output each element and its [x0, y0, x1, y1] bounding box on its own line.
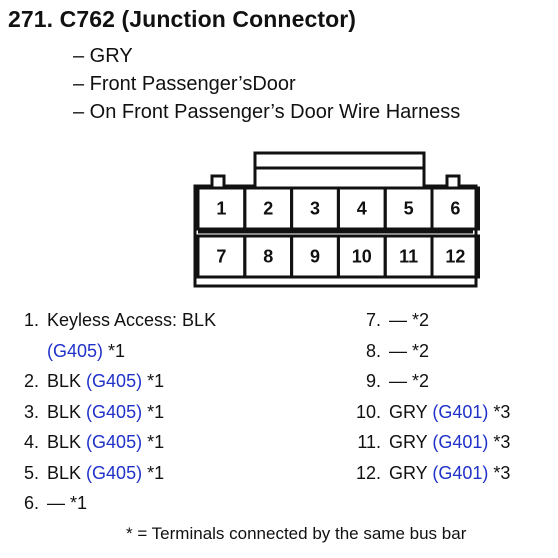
footnote: * = Terminals connected by the same bus …: [126, 524, 467, 543]
terminal-desc: BLK: [47, 401, 82, 422]
connector-terminal-grid: [193, 186, 473, 286]
terminal-cell-label: 8: [263, 247, 273, 267]
terminal-cell-label: 5: [404, 199, 414, 219]
terminal-desc: — *1: [47, 493, 88, 513]
terminal-desc: GRY: [389, 462, 428, 483]
terminal-number: 8.: [365, 340, 381, 361]
terminal-note: *1: [142, 371, 165, 391]
terminal-cell-label: 12: [445, 247, 465, 267]
list-item: 1. Keyless Access: BLK: [20, 305, 320, 336]
terminal-number: 10.: [355, 401, 381, 422]
terminal-cell-label: 3: [310, 199, 320, 219]
terminal-number: 11.: [357, 432, 381, 452]
terminal-cell: [430, 186, 480, 231]
ground-ref-link[interactable]: (G401): [432, 462, 489, 483]
terminal-desc: BLK: [47, 462, 82, 483]
ground-ref-link[interactable]: (G405): [86, 371, 143, 391]
terminal-desc: BLK: [47, 432, 82, 452]
list-item: 12. GRY (G401) *3: [355, 458, 555, 489]
list-item: 9. — *2: [355, 366, 555, 397]
terminal-note: *1: [142, 462, 165, 483]
terminal-note: *3: [488, 401, 511, 422]
terminal-cell-label: 6: [450, 199, 460, 219]
connector-color: – GRY: [73, 45, 133, 67]
terminal-number: 1.: [23, 310, 39, 330]
terminal-desc: BLK: [47, 371, 82, 391]
list-item: 2. BLK (G405) *1: [20, 366, 320, 397]
terminal-desc: — *2: [389, 340, 430, 361]
terminal-cell-label: 11: [399, 247, 418, 267]
terminal-number: 9.: [365, 371, 381, 391]
ground-ref-link[interactable]: (G405): [86, 432, 143, 452]
terminal-desc: — *2: [389, 371, 430, 391]
terminal-cell-label: 10: [352, 247, 372, 267]
ground-ref-link[interactable]: (G405): [86, 401, 143, 422]
list-item: 7. — *2: [355, 305, 555, 336]
terminal-cell-label: 7: [216, 247, 226, 267]
connector-details: – GRY – Front Passenger’sDoor – On Front…: [73, 42, 460, 126]
terminal-number: 12.: [355, 462, 381, 483]
ground-ref-link[interactable]: (G401): [432, 401, 489, 422]
terminal-cell-label: 9: [310, 247, 320, 267]
terminal-list-left: 1. Keyless Access: BLK (G405) *1 2. BLK (G…: [20, 305, 320, 519]
connector-housing-outline: [193, 151, 478, 288]
terminal-cell-label: 4: [357, 199, 367, 219]
terminal-cell-label: 2: [263, 199, 273, 219]
terminal-desc: — *2: [389, 310, 430, 330]
list-item: 3. BLK (G405) *1: [20, 397, 320, 428]
terminal-number: 2.: [23, 371, 39, 391]
terminal-desc: Keyless Access: BLK: [47, 310, 217, 330]
terminal-number: 4.: [23, 432, 39, 452]
list-item: 4. BLK (G405) *1: [20, 427, 320, 458]
page-title: 271. C762 (Junction Connector): [8, 6, 357, 32]
ground-ref-link[interactable]: (G401): [432, 432, 489, 452]
list-item: 11. GRY (G401) *3: [355, 427, 555, 458]
terminal-cell: [430, 234, 480, 279]
terminal-note: *3: [488, 432, 511, 452]
list-item: 5. BLK (G405) *1: [20, 458, 320, 489]
terminal-number: 6.: [23, 493, 39, 513]
list-item: 8. — *2: [355, 336, 555, 367]
terminal-number: 3.: [23, 401, 39, 422]
terminal-number: 5.: [23, 462, 39, 483]
list-item-continuation: (G405) *1: [20, 336, 320, 367]
ground-ref-link[interactable]: (G405): [86, 462, 143, 483]
terminal-cell-label: 1: [216, 199, 226, 219]
terminal-note: *3: [488, 462, 511, 483]
connector-location: – Front Passenger’sDoor: [73, 73, 296, 95]
terminal-note: *1: [103, 340, 126, 361]
terminal-note: *1: [142, 432, 165, 452]
terminal-list-right: 7. — *2 8. — *2 9. — *2 10. GRY (G401) *3 11…: [355, 305, 555, 488]
ground-ref-link[interactable]: (G405): [47, 340, 104, 361]
terminal-note: *1: [142, 401, 165, 422]
connector-harness: – On Front Passenger’s Door Wire Harness: [73, 101, 461, 123]
terminal-desc: GRY: [389, 401, 428, 422]
list-item: 6. — *1: [20, 488, 320, 519]
terminal-number: 7.: [365, 310, 381, 330]
list-item: 10. GRY (G401) *3: [355, 397, 555, 428]
terminal-desc: GRY: [389, 432, 428, 452]
